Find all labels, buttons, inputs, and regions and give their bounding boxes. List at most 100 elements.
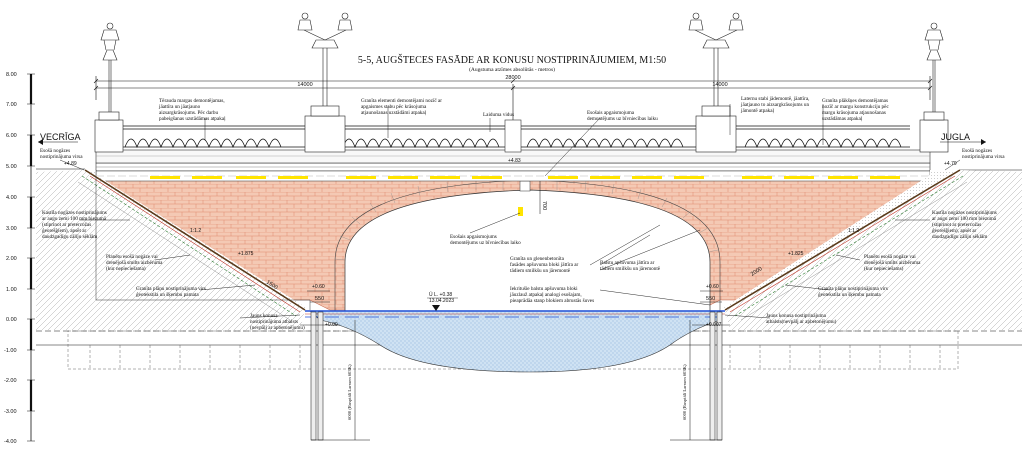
arch-voussoir-joints	[334, 180, 719, 261]
note-line: tādiem smilkšu un jāremontē	[510, 268, 571, 274]
note-line: ģeotekstila un šķembu pamata	[818, 290, 881, 298]
note-line: margu krāsojuma atjaunošanas	[822, 110, 886, 116]
note-existing-slope-left: Esošā nogāzes nostiprinājuma virsa	[40, 148, 83, 160]
water-level-marker	[432, 305, 440, 311]
note-line: fasādes apšuvuma bloki jāttīra ar	[510, 261, 579, 268]
note-line: Jauns konusa nostiprinājuma	[766, 313, 827, 319]
note-line: Planētu esošā nogāze vai	[106, 254, 158, 260]
note-line: (stiprinot ar pretercožas	[42, 221, 91, 228]
dim-half-right: 14000	[712, 82, 727, 88]
note-line: Esošā nogāzes	[40, 148, 70, 154]
right-embankment-soil	[725, 170, 1022, 330]
scale-tick-label: -2.00	[4, 378, 17, 384]
note-granite-base-right: Granīta plāņu nostiprinājuma virs ģeotek…	[818, 286, 888, 298]
note-facade-blocks: Granīta un glenenbetonīta fasādes apšuvu…	[510, 256, 579, 274]
elev-left-cap: +0.60	[312, 284, 325, 290]
scale-tick-label: 2.00	[6, 256, 17, 262]
note-cone-support-left: Jauns konusa nostiprinājuma atbalsts (ne…	[250, 313, 305, 331]
note-line: jāattīra un jāatjauno	[158, 104, 201, 110]
pile-left-label: 6000 (Rusptālī Larssen 603K)	[347, 364, 352, 420]
sheet-pile-left	[310, 311, 370, 441]
note-planned-slope-left: Planētu esošā nogāze vai drenējošā smilt…	[106, 254, 163, 272]
water-level-date: 13.04.2023	[429, 298, 454, 304]
note-line: Esošais apgaismojums	[450, 234, 497, 240]
note-line: atbalsts(nevpālj ar apbetonējumu)	[766, 318, 837, 325]
scale-tick-label: 4.00	[6, 195, 17, 201]
note-line: drenējošā smilts aizbēruma	[106, 260, 163, 266]
note-line: (kur nepieciešams)	[864, 265, 904, 272]
note-line: Laiduma vidus	[483, 112, 514, 118]
note-line: Kastīla nogāzes nostiprinājums	[42, 210, 107, 216]
base-dims	[300, 290, 730, 326]
elevation-scale: 8.00 7.00 6.00 5.00 4.00 3.00 2.00 1.00 …	[4, 72, 35, 445]
note-line: Esošais apgaismojuma	[587, 110, 635, 116]
lamp-post-right	[688, 12, 744, 153]
note-slope-reinforce-right: Kastīla nogāzes nostiprinājums ar augu z…	[932, 210, 997, 240]
elev-right-top: +4.79	[944, 161, 957, 167]
note-line: daudzgadīgu zāliju sēklām	[42, 234, 97, 240]
elev-mid-top: +4.83	[508, 158, 521, 164]
note-pier-cladding: Balstu apšuvuma jāttīra ar tādiem smilkš…	[600, 260, 661, 272]
note-line: ģeorešģiem), apsēt ar	[42, 226, 86, 234]
note-line: jāatjauno to aizsargkrāsojums un	[740, 102, 809, 108]
scale-tick-label: 3.00	[6, 226, 17, 232]
drawing-title: 5-5, AUGŠTECES FASĀDE AR KONUSU NOSTIPRI…	[358, 54, 666, 66]
left-embankment-soil	[36, 170, 305, 330]
city-left: VECRĪGA	[40, 132, 81, 142]
scale-tick-label: 0.00	[6, 317, 17, 323]
dim-slope-left: 1500	[265, 280, 279, 292]
elev-right-slope: +1.825	[788, 251, 804, 257]
scale-tick-label: 5.00	[6, 164, 17, 170]
dim-half-left: 14000	[297, 82, 312, 88]
note-line: Laternu stabi jādemontē, jāattīra,	[741, 96, 809, 102]
note-granite-base-left: Granīta plāņu nostiprinājuma virs ģeotek…	[136, 286, 206, 298]
note-line: tādiem smilkšu un jāremontē	[600, 266, 661, 272]
city-right: JUGLA	[941, 132, 970, 142]
note-slope-reinforce-left: Kastīla nogāzes nostiprinājums ar augu z…	[42, 210, 107, 240]
note-lamp-posts: Laternu stabi jādemontē, jāattīra, jāatj…	[740, 96, 809, 114]
note-lighting: Esošais apgaismojuma demontējums uz bīvn…	[587, 110, 658, 122]
top-dimensions	[93, 76, 933, 120]
note-line: nozīč ar margu konstrukciju pēc	[822, 104, 889, 110]
direction-right: JUGLA	[940, 132, 986, 145]
dim-arch-key: 700	[541, 201, 547, 210]
left-slope-lines	[77, 169, 306, 321]
note-line: pabeigšanas uzstādāmas atpakaļ	[159, 116, 226, 122]
note-line: daudzgadīgu zāliju sēklām	[932, 234, 987, 240]
note-line: Granīta plāņu nostiprinājuma virs	[136, 286, 206, 292]
note-line: ar augu zemi 100 mm biezumā	[42, 216, 107, 222]
note-cone-support-right: Jauns konusa nostiprinājuma atbalsts(nev…	[766, 313, 837, 325]
note-line: ģeorešģiem), apsēt ar	[932, 226, 976, 234]
note-span-middle: Laiduma vidus	[483, 112, 514, 118]
note-line: Granīta plāņu nostiprinājuma virs	[818, 286, 888, 292]
note-line: ar augu zemi 100 mm biezumā	[932, 216, 997, 222]
elev-left-slope: +1.875	[238, 251, 254, 257]
grad-left: 1:1.2	[190, 228, 201, 234]
dim-cap-right: 550	[706, 296, 715, 302]
direction-left: VECRĪGA	[38, 132, 81, 145]
scale-tick-label: 7.00	[6, 102, 17, 108]
note-line: drenējošā smilts aizbēruma	[864, 260, 921, 266]
scale-tick-label: -4.00	[4, 439, 17, 445]
note-line: pieaprādāa stanp blokiem abrustās šuves	[510, 298, 594, 304]
note-line: (kur nepieciešama)	[106, 265, 146, 272]
note-granite-elements: Granīta elementi demontējami nozīč ar ap…	[361, 98, 442, 116]
note-line: Planētu esošā nogāze vai	[864, 254, 916, 260]
lamp-post-far-left	[94, 22, 124, 153]
note-line: (stiprinot ar pretercožas	[932, 221, 981, 228]
note-planned-slope-right: Planētu esošā nogāze vai drenējošā smilt…	[864, 254, 921, 272]
leader-lines	[59, 104, 961, 319]
dim-slope-right: 2000	[750, 266, 764, 278]
right-slope-lines	[724, 169, 968, 321]
left-abutment-wall	[95, 170, 311, 310]
note-line: jāuzlauž atpakaļ analogi esošajam,	[509, 292, 582, 298]
note-line: demontējums uz bīvniecības laiku	[587, 116, 658, 122]
note-line: Jauns konusa	[250, 313, 278, 319]
scale-tick-label: -3.00	[4, 409, 17, 415]
arch-highlight	[518, 207, 523, 216]
note-existing-slope-right: Esošā nogāzes nostiprinājuma virsa	[962, 148, 1005, 160]
note-line: Kastīla nogāzes nostiprinājums	[932, 210, 997, 216]
water-channel	[309, 310, 721, 373]
scale-tick-label: 8.00	[6, 72, 17, 78]
